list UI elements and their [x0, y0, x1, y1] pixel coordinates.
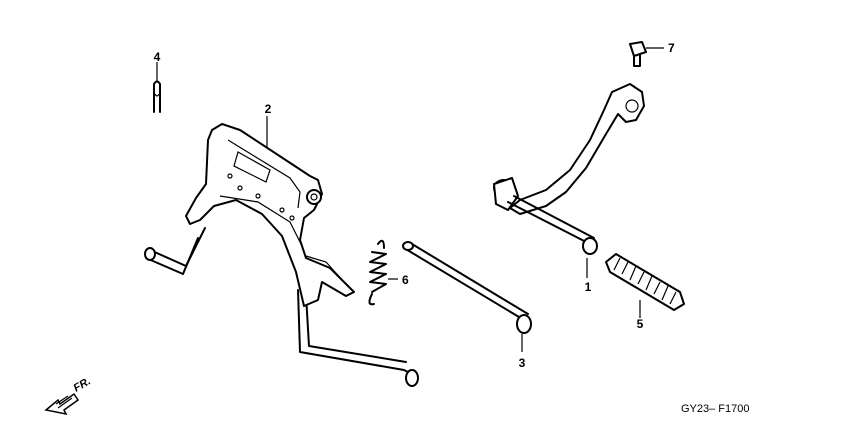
callout-7: 7	[668, 41, 675, 55]
kick-rubber-part[interactable]	[605, 253, 685, 318]
stand-spring-part[interactable]	[368, 239, 398, 306]
callout-1: 1	[585, 280, 592, 294]
kick-arm-part[interactable]	[493, 83, 645, 278]
callout-6: 6	[402, 273, 409, 287]
main-stand-part[interactable]	[144, 116, 419, 387]
front-direction-label: FR.	[72, 375, 93, 394]
callout-5: 5	[637, 317, 644, 331]
diagram-code: GY23– F1700	[681, 403, 750, 415]
front-direction-arrow-icon	[44, 392, 80, 416]
cotter-pin-part[interactable]	[153, 62, 161, 113]
callout-3: 3	[519, 356, 526, 370]
callout-2: 2	[265, 102, 272, 116]
callout-4: 4	[154, 50, 161, 64]
stand-pivot-shaft-part[interactable]	[402, 241, 532, 352]
kick-arm-bolt-part[interactable]	[629, 41, 664, 67]
